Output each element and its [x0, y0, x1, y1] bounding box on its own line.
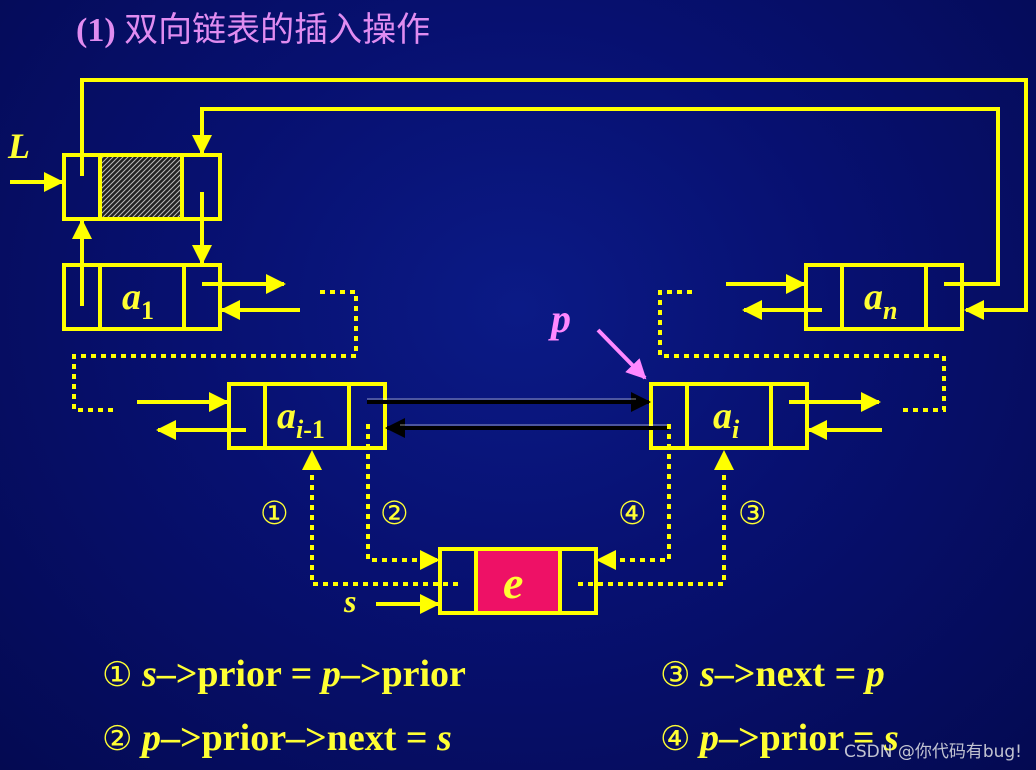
new-node-e [438, 547, 598, 615]
formula-step-3: ③ s–>next = p [660, 653, 885, 695]
dotted-continuations [72, 290, 946, 412]
p-pointer-label: p [548, 296, 571, 341]
s-pointer-label: s [343, 583, 356, 619]
formula-step-1: ① s–>prior = p–>prior [102, 653, 466, 695]
node-ai [649, 382, 809, 450]
title-text: 双向链表的插入操作 [124, 12, 431, 49]
head-pointer-label: L [7, 126, 30, 166]
p-pointer-arrow [596, 328, 647, 380]
node-an-label: an [864, 276, 897, 325]
step-4-label: ④ [618, 494, 647, 532]
node-a1 [62, 263, 222, 331]
old-links-highlight [367, 398, 669, 426]
formula-step-4: ④ p–>prior = s [660, 717, 899, 759]
node-ai-minus-1 [227, 382, 387, 450]
dotted-new-links [302, 424, 734, 586]
watermark: CSDN @你代码有bug! [843, 742, 1022, 762]
new-node-label: e [503, 557, 523, 608]
step-1-label: ① [260, 494, 289, 532]
formula-step-2: ② p–>prior–>next = s [102, 717, 452, 759]
old-links [367, 392, 669, 438]
node-ai-minus-1-label: ai-1 [277, 395, 325, 444]
node-an [804, 263, 964, 331]
page-title: (1) 双向链表的插入操作 [76, 2, 430, 51]
step-2-label: ② [380, 494, 409, 532]
title-number: (1) [76, 12, 116, 49]
node-ai-label: ai [713, 395, 740, 444]
head-node [62, 153, 222, 221]
solid-links [10, 78, 1028, 614]
step-3-label: ③ [738, 494, 767, 532]
node-a1-label: a1 [122, 276, 154, 325]
